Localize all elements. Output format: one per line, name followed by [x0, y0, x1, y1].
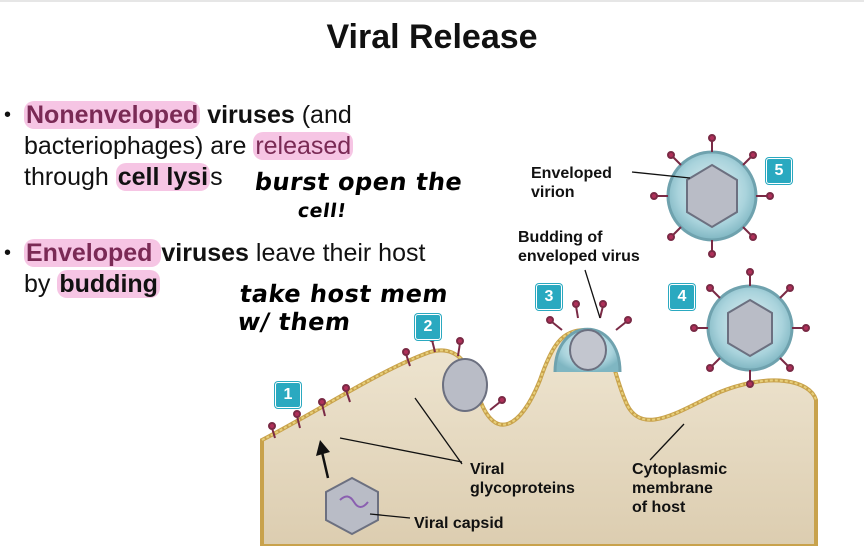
step-badge-3: 3 [536, 284, 562, 310]
step-badge-1: 1 [275, 382, 301, 408]
viral-capsid [325, 476, 379, 536]
label-capsid: Viral capsid [414, 515, 504, 532]
bullet-text: through [24, 163, 116, 191]
highlight-budding: budding [57, 270, 160, 298]
bullet-enveloped: • Enveloped viruses leave their host by … [4, 238, 444, 300]
arrow-icon [316, 440, 330, 479]
cytoplasmic-membrane [261, 328, 817, 441]
leader-lines [339, 171, 691, 519]
highlight-nonenveloped: Nonenveloped [24, 101, 201, 129]
bullet-dot: • [4, 104, 12, 126]
label-membrane: Cytoplasmic membrane of host [632, 461, 728, 516]
bullet-text: (and bacteriophages) are [24, 101, 352, 160]
top-border [0, 0, 864, 2]
slide-title: Viral Release [326, 18, 538, 56]
label-glycoproteins: Viral glycoproteins [470, 461, 575, 497]
bold-viruses: viruses [200, 101, 295, 129]
label-budding: Budding of enveloped virus [518, 229, 640, 265]
highlight-released: released [253, 132, 354, 160]
highlight-enveloped: Enveloped [24, 239, 162, 267]
bold-viruses: viruses [161, 239, 249, 267]
label-enveloped-virion: Enveloped virion [531, 165, 612, 201]
step-badge-5: 5 [766, 158, 792, 184]
virus-budding-2 [442, 358, 488, 412]
step-badge-4: 4 [669, 284, 695, 310]
bullet-dot: • [4, 242, 12, 264]
highlight-cell-lysis: cell lysi [115, 163, 211, 191]
bullet-nonenveloped: • Nonenveloped viruses (and bacteriophag… [4, 100, 444, 193]
bullet-text: s [210, 163, 223, 191]
glycoprotein-spikes [268, 134, 810, 439]
bullet-text: leave their host by [24, 239, 426, 298]
step-badge-2: 2 [415, 314, 441, 340]
